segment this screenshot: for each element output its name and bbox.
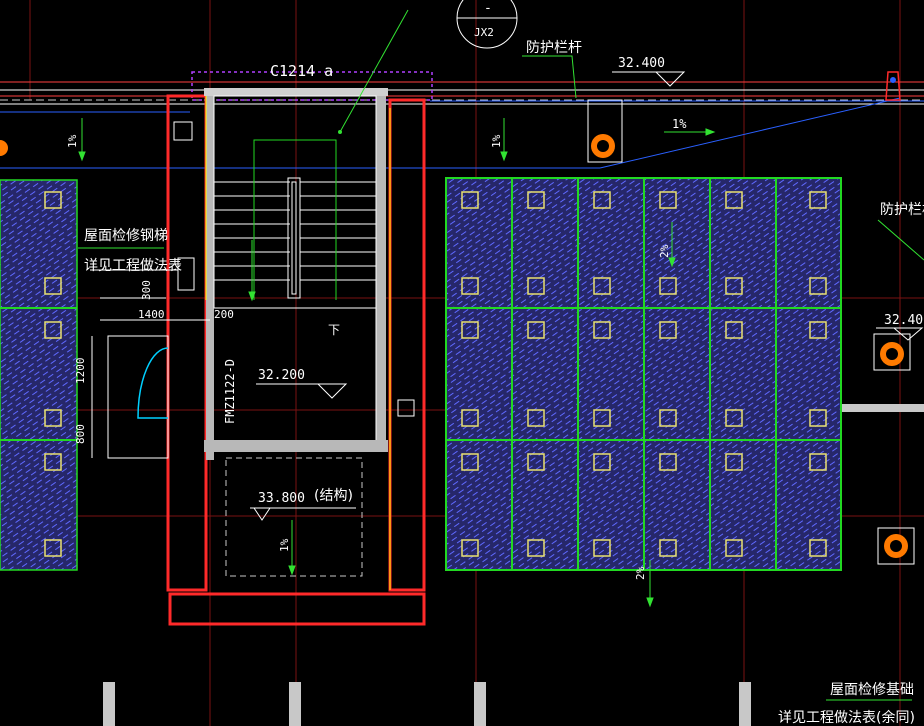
- slope-top: 1%: [672, 117, 687, 131]
- slope-arrows: [78, 118, 716, 608]
- leader-lines: [78, 55, 924, 701]
- parapet-lines: [0, 71, 924, 169]
- guardrail-label-right: 防护栏杆: [880, 202, 924, 218]
- ladder-symbol: [90, 121, 415, 417]
- door-area: [91, 297, 210, 459]
- elevation-struct: 33.800: [258, 491, 305, 506]
- base-note-line2: 详见工程做法表(余同): [778, 709, 915, 726]
- guardrail-label: 防护栏杆: [526, 40, 582, 56]
- dim-300: 300: [140, 280, 153, 300]
- slope-roof-a: 2%: [658, 244, 671, 258]
- stair-core: [166, 88, 426, 626]
- guardrail-post-icon: [885, 71, 901, 101]
- ladder-note-line2: 详见工程做法表: [84, 258, 182, 274]
- ladder-note-line1: 屋面检修钢梯: [84, 228, 168, 244]
- slope-roof-b: 2%: [634, 566, 647, 580]
- dim-800: 800: [74, 424, 87, 444]
- dim-1400: 1400: [138, 308, 165, 321]
- right-roof-panels: [445, 177, 842, 571]
- slope-left-b: 1%: [490, 134, 503, 148]
- elevation-right: 32.400: [884, 313, 924, 328]
- elevation-landing: 32.200: [258, 368, 305, 383]
- bottom-columns: [103, 682, 751, 726]
- slope-mid: 1%: [278, 538, 291, 552]
- detail-sheet: JX2: [474, 26, 494, 39]
- door-tag: FMZ1122-D: [223, 359, 237, 424]
- struct-note: (结构): [314, 488, 353, 504]
- left-roof-panels: [0, 179, 78, 571]
- base-note-line1: 屋面检修基础: [830, 681, 914, 698]
- window-tag: C1214 a: [270, 62, 333, 80]
- elevation-marks: [250, 71, 924, 521]
- dim-1200: 1200: [74, 358, 87, 385]
- down-arrow-label: 下: [328, 323, 340, 337]
- detail-number: -: [484, 1, 492, 16]
- elevation-top: 32.400: [618, 56, 665, 71]
- detail-callout: - JX2: [338, 0, 518, 134]
- dim-200: 200: [214, 308, 234, 321]
- drain-icon: [0, 99, 924, 565]
- slope-left-a: 1%: [66, 134, 79, 148]
